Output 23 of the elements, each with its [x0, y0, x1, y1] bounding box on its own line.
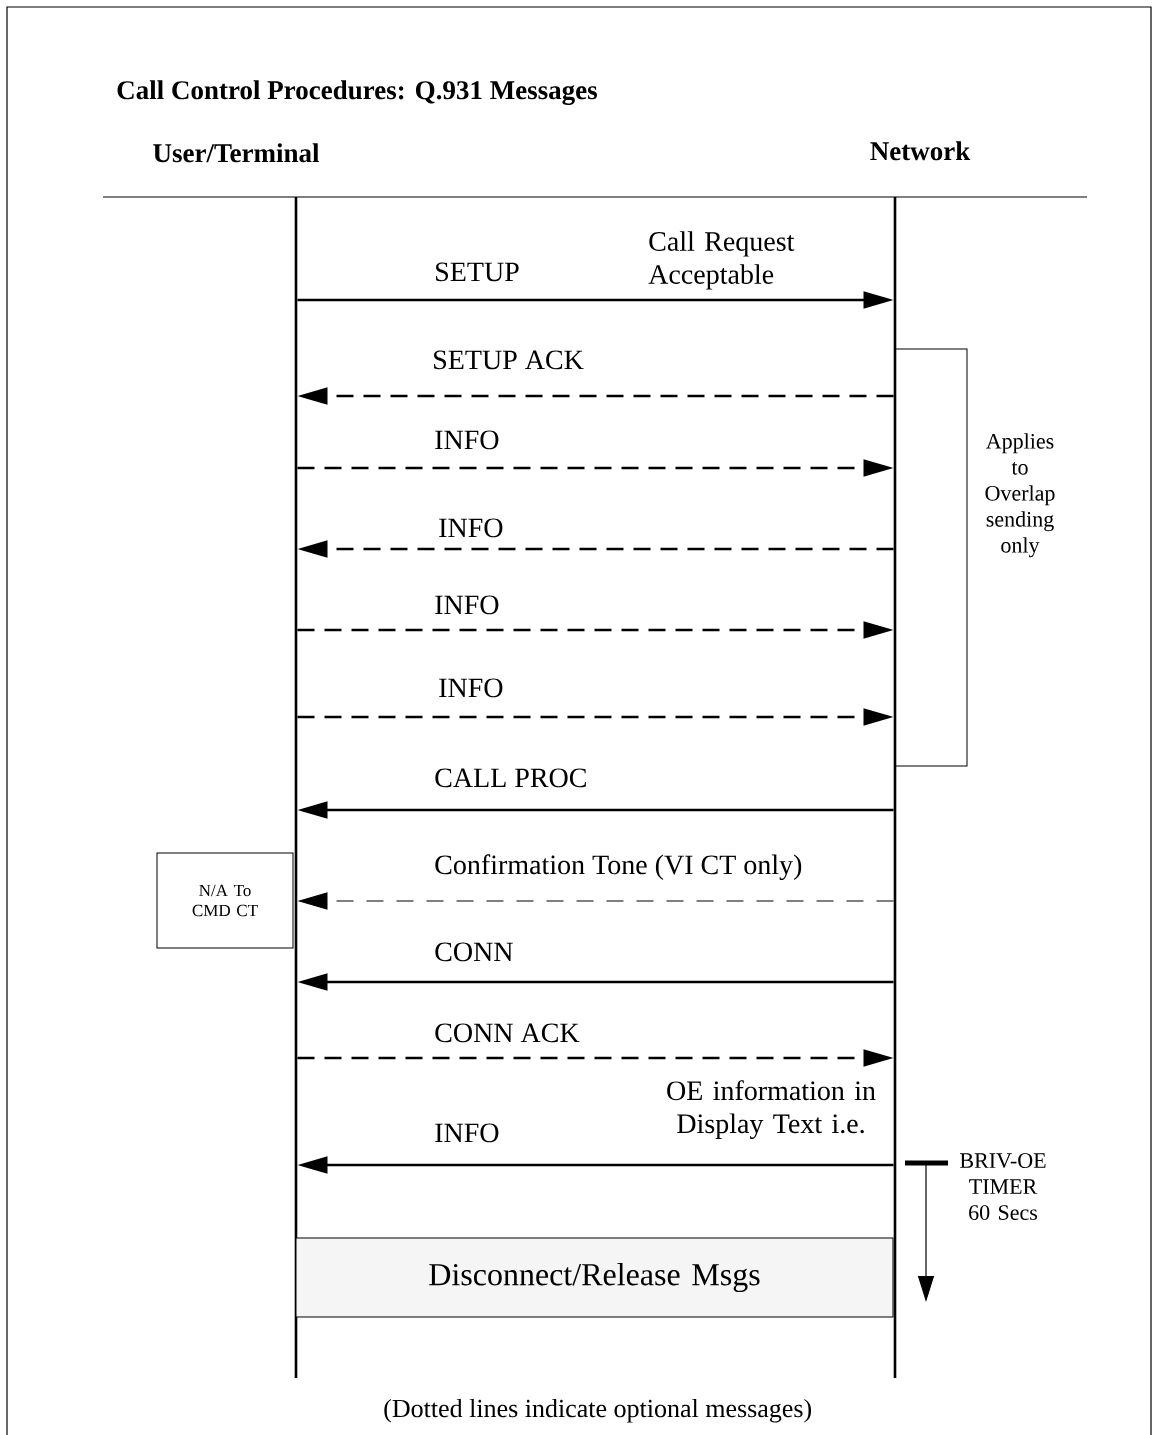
- caption: (Dotted lines indicate optional messages): [384, 1398, 811, 1423]
- arrow: [298, 892, 894, 910]
- na-box: N/A To CMD CT: [156, 852, 294, 949]
- edge-label: SETUP ACK: [431, 349, 585, 371]
- lifeline: [893, 197, 897, 1378]
- edge-label: INFO: [437, 517, 505, 539]
- timer-label: BRIV-OE TIMER 60 Secs: [960, 1153, 1046, 1220]
- edge-label: Confirmation Tone (VI CT only): [433, 853, 804, 882]
- edge-label: CALL PROC: [433, 767, 589, 789]
- edge-label: CONN ACK: [433, 1022, 581, 1044]
- disconnect-band: Disconnect/Release Msgs: [295, 1237, 894, 1318]
- bracket-note: Applies to Overlap sending only: [985, 433, 1055, 558]
- note: Call Request Acceptable: [648, 231, 795, 290]
- edge-label: INFO: [433, 594, 501, 616]
- note: OE information in Display Text i.e.: [667, 1080, 876, 1139]
- title: Call Control Procedures: Q.931 Messages: [117, 80, 597, 105]
- edge-label: INFO: [433, 429, 501, 451]
- lifeline-header: User/Terminal: [153, 143, 320, 163]
- edge-label: CONN: [433, 941, 515, 963]
- edge-label: SETUP: [433, 261, 521, 283]
- edge-label: INFO: [433, 1122, 501, 1144]
- edge-label: INFO: [437, 677, 505, 699]
- lifeline-header: Network: [870, 141, 971, 161]
